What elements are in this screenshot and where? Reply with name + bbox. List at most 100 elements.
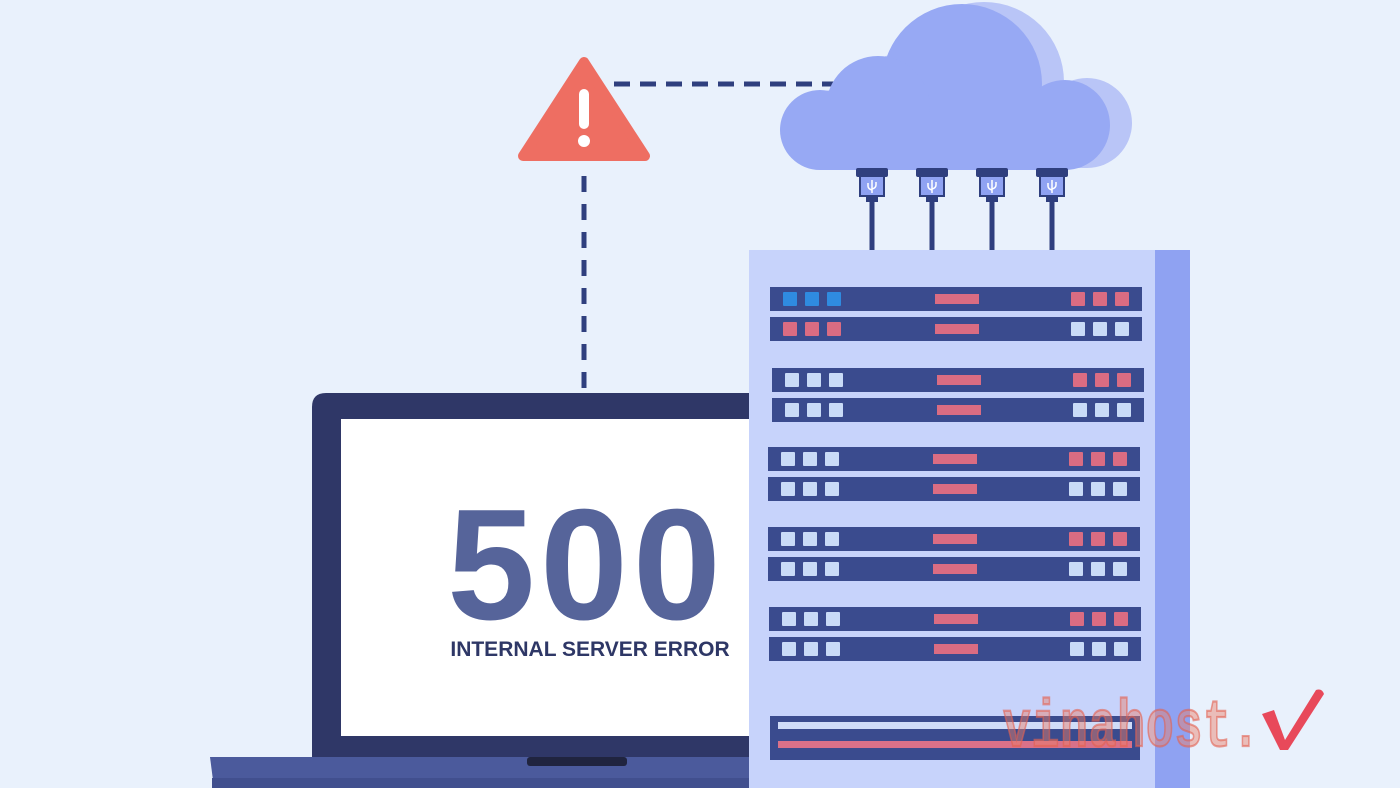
status-light xyxy=(1071,322,1085,336)
connector-neck xyxy=(926,195,938,202)
usb-connector-icon xyxy=(1036,168,1068,250)
status-light xyxy=(825,452,839,466)
checkmark-icon xyxy=(1262,689,1324,750)
status-light xyxy=(781,562,795,576)
status-light xyxy=(829,403,843,417)
status-light xyxy=(1091,482,1105,496)
drive-slot xyxy=(934,614,978,624)
connector-neck xyxy=(1046,195,1058,202)
status-light xyxy=(1115,322,1129,336)
rack-bottom-unit xyxy=(770,716,1140,760)
status-light xyxy=(1069,452,1083,466)
usb-connector-icon xyxy=(856,168,888,250)
status-light xyxy=(803,452,817,466)
status-light xyxy=(827,292,841,306)
rack-unit xyxy=(769,607,1141,631)
status-light xyxy=(1113,562,1127,576)
server-rack-side xyxy=(1155,250,1190,788)
connector-cap xyxy=(1036,168,1068,177)
status-light xyxy=(785,403,799,417)
status-light xyxy=(782,612,796,626)
status-light xyxy=(825,562,839,576)
status-light xyxy=(1069,562,1083,576)
vinahost-logo: vinahost. xyxy=(1002,684,1333,767)
cloud-connectors xyxy=(856,168,1068,250)
laptop-notch xyxy=(527,757,627,766)
status-light xyxy=(803,482,817,496)
rack-unit xyxy=(772,368,1144,392)
status-light xyxy=(1113,482,1127,496)
cloud-icon xyxy=(780,2,1132,170)
status-light xyxy=(1091,452,1105,466)
status-light xyxy=(1095,373,1109,387)
rack-units xyxy=(768,287,1144,661)
status-light xyxy=(825,532,839,546)
logo-text: vinahost. xyxy=(1002,690,1261,767)
status-light xyxy=(1117,373,1131,387)
rack-unit xyxy=(768,527,1140,551)
status-light xyxy=(827,322,841,336)
status-light xyxy=(1073,373,1087,387)
status-light xyxy=(1070,642,1084,656)
laptop xyxy=(210,393,900,788)
rack-unit xyxy=(772,398,1144,422)
status-light xyxy=(783,322,797,336)
error-message: INTERNAL SERVER ERROR xyxy=(450,638,730,661)
drive-slot xyxy=(933,454,977,464)
status-light xyxy=(781,532,795,546)
status-light xyxy=(1113,532,1127,546)
connector-neck xyxy=(986,195,998,202)
drive-slot xyxy=(934,644,978,654)
drive-slot xyxy=(933,564,977,574)
drive-slot xyxy=(937,405,981,415)
laptop-base-edge xyxy=(212,778,900,788)
rack-unit xyxy=(770,317,1142,341)
status-light xyxy=(1069,482,1083,496)
laptop-display xyxy=(341,419,761,736)
usb-connector-icon xyxy=(976,168,1008,250)
status-light xyxy=(781,452,795,466)
server-rack xyxy=(749,250,1190,788)
status-light xyxy=(1071,292,1085,306)
status-light xyxy=(1070,612,1084,626)
status-light xyxy=(807,373,821,387)
status-light xyxy=(1093,292,1107,306)
usb-symbol-icon xyxy=(1047,180,1057,193)
status-light xyxy=(782,642,796,656)
connector-cap xyxy=(916,168,948,177)
status-light xyxy=(1091,562,1105,576)
status-light xyxy=(805,292,819,306)
usb-symbol-icon xyxy=(987,180,997,193)
drive-slot xyxy=(937,375,981,385)
status-light xyxy=(1114,642,1128,656)
status-light xyxy=(826,642,840,656)
rack-unit xyxy=(768,557,1140,581)
warning-triangle-icon xyxy=(518,57,650,161)
status-light xyxy=(781,482,795,496)
connector-cap xyxy=(856,168,888,177)
rack-unit xyxy=(768,447,1140,471)
status-light xyxy=(1073,403,1087,417)
status-light xyxy=(804,612,818,626)
drive-slot xyxy=(935,294,979,304)
usb-symbol-icon xyxy=(927,180,937,193)
status-light xyxy=(804,642,818,656)
status-light xyxy=(785,373,799,387)
cloud-body xyxy=(780,4,1110,170)
status-light xyxy=(829,373,843,387)
status-light xyxy=(826,612,840,626)
connector-neck xyxy=(866,195,878,202)
status-light xyxy=(803,532,817,546)
connector-cap xyxy=(976,168,1008,177)
status-light xyxy=(1092,612,1106,626)
status-light xyxy=(1091,532,1105,546)
drive-slot xyxy=(933,534,977,544)
status-light xyxy=(1093,322,1107,336)
rack-unit xyxy=(769,637,1141,661)
drive-slot xyxy=(935,324,979,334)
status-light xyxy=(805,322,819,336)
status-light xyxy=(783,292,797,306)
